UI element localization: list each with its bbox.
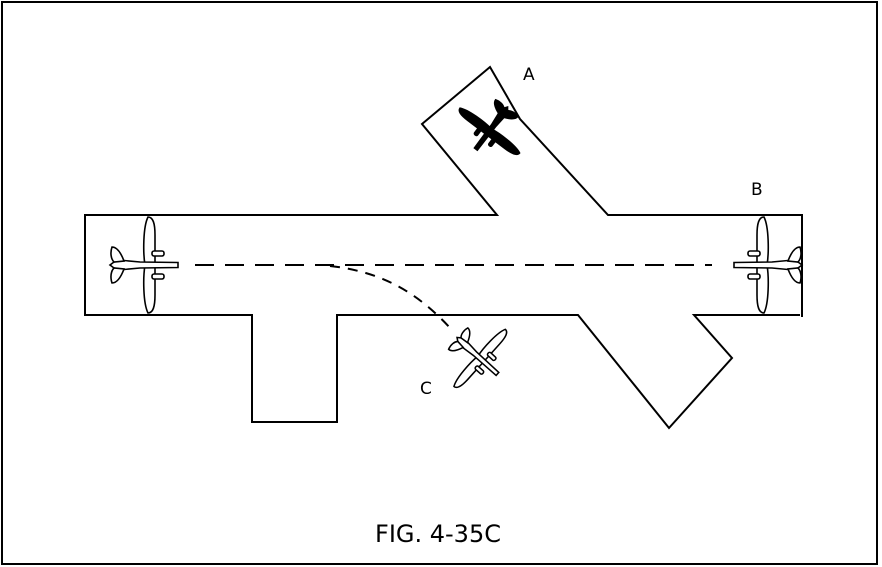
aircraft-left-icon	[109, 216, 179, 314]
aircraft-b-icon	[733, 216, 803, 314]
label-c: C	[420, 379, 432, 399]
taxi-turn-path	[329, 265, 453, 331]
aircraft-a-icon	[445, 83, 539, 173]
label-a: A	[523, 65, 535, 85]
figure-caption: FIG. 4-35C	[375, 520, 501, 548]
apron-outline	[84, 65, 803, 430]
label-b: B	[751, 180, 763, 200]
